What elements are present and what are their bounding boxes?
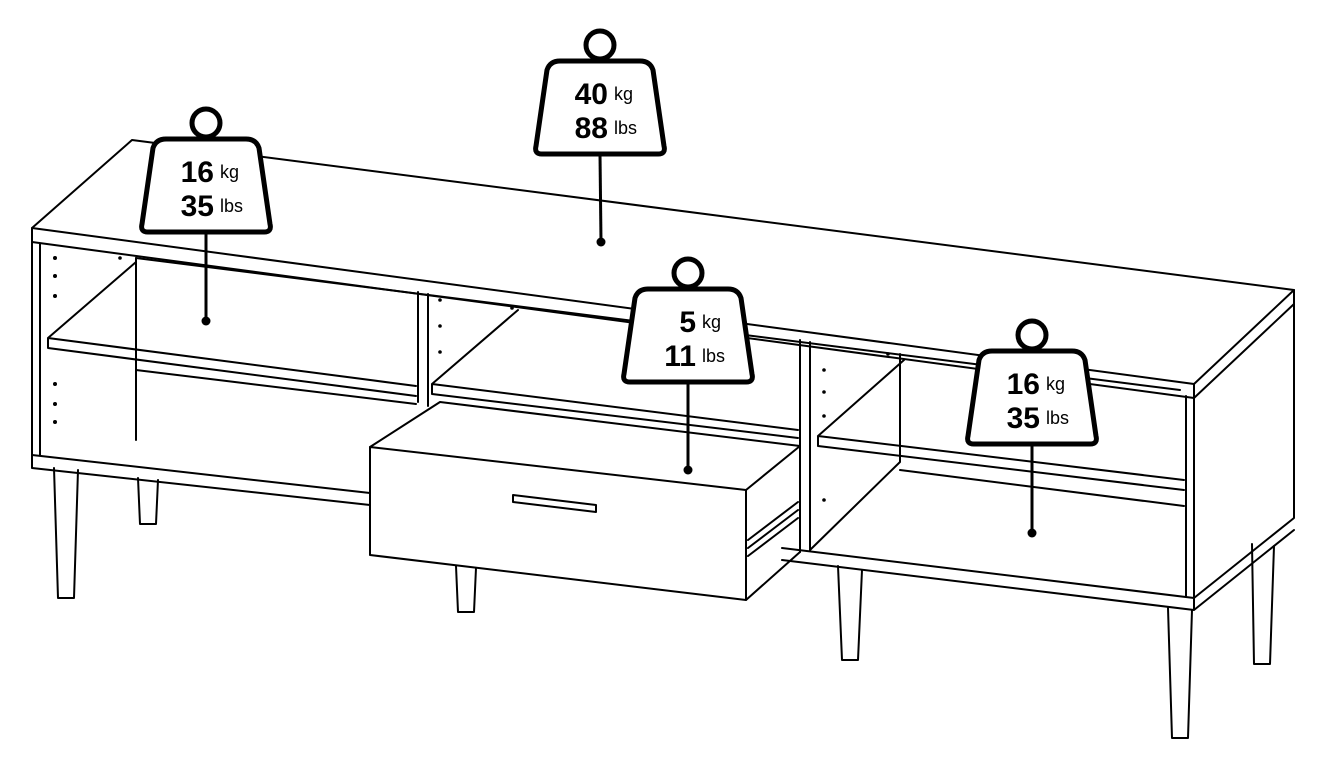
weight-kg-value: 40 — [575, 78, 608, 111]
weight-lbs-value: 35 — [1007, 402, 1040, 435]
bottom-panel — [31, 454, 1295, 611]
right-shelf — [817, 359, 1185, 491]
weight-icon-left-shelf: 16 kg 35 lbs — [139, 106, 273, 326]
weight-kg-unit: kg — [614, 84, 633, 104]
leg-back-far-right — [1251, 543, 1275, 665]
shelf-pin-holes — [53, 256, 890, 502]
drawer-body — [369, 401, 801, 601]
leg-front-left — [53, 467, 79, 599]
weight-lbs-value: 11 — [664, 340, 696, 373]
weight-lbs-unit: lbs — [220, 196, 243, 216]
weight-kg-unit: kg — [220, 162, 239, 182]
weight-lbs-unit: lbs — [1046, 408, 1069, 428]
drawer-runner — [747, 501, 799, 557]
weight-icon-top: 40 kg 88 lbs — [533, 28, 667, 247]
divider-left — [417, 291, 429, 407]
weight-lbs-unit: lbs — [614, 118, 637, 138]
weight-lbs-value: 88 — [575, 112, 608, 145]
left-side-panel — [31, 241, 41, 456]
divider-right — [799, 339, 901, 553]
weight-icon-drawer: 5 kg 11 lbs — [621, 256, 755, 475]
weight-kg-unit: kg — [702, 312, 721, 332]
leg-middle — [455, 565, 477, 613]
leg-back-left — [137, 477, 159, 525]
weight-kg-value: 5 — [679, 306, 696, 339]
weight-lbs-unit: lbs — [702, 346, 725, 366]
right-side-panel — [1193, 303, 1295, 599]
weight-lbs-value: 35 — [181, 190, 214, 223]
weight-kg-value: 16 — [181, 156, 214, 189]
leg-back-right — [837, 565, 863, 661]
left-shelf — [47, 261, 417, 397]
weight-kg-unit: kg — [1046, 374, 1065, 394]
weight-kg-value: 16 — [1007, 368, 1040, 401]
weight-icon-right-shelf: 16 kg 35 lbs — [965, 318, 1099, 538]
middle-shelf — [431, 309, 799, 439]
leg-front-right — [1167, 607, 1193, 739]
drawer-handle — [512, 494, 597, 513]
